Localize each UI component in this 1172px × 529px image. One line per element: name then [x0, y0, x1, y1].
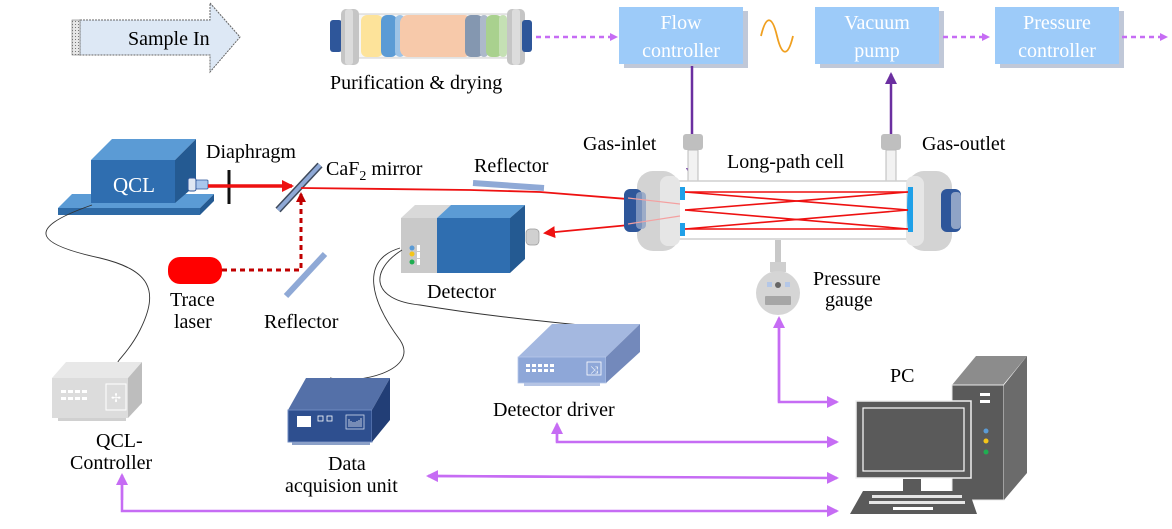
flow-controller-line1: Flow	[660, 12, 702, 34]
pressure-gauge-line1: Pressure	[813, 268, 881, 290]
qcl-device: QCL	[58, 139, 214, 215]
reflector-bottom-label: Reflector	[264, 311, 339, 333]
detector-driver-label: Detector driver	[493, 399, 615, 421]
reflector-top-label: Reflector	[474, 155, 549, 177]
daq-device	[287, 378, 390, 445]
gauge-pc-link	[777, 325, 839, 408]
vacuum-pump-line1: Vacuum	[844, 12, 910, 34]
detector-daq-cable	[329, 247, 405, 381]
reflector-bottom	[283, 251, 328, 299]
pc-device	[850, 356, 1027, 514]
detector-driver-cable	[379, 249, 581, 326]
detector-device	[401, 205, 540, 273]
gas-outlet-label: Gas-outlet	[922, 133, 1006, 155]
qcl-controller-line2: Controller	[70, 452, 153, 474]
trace-laser-beam	[222, 192, 306, 272]
gas-inlet-label: Gas-inlet	[583, 133, 657, 155]
vacuum-pump-line2: pump	[854, 40, 900, 62]
long-path-cell	[624, 134, 961, 262]
detector-driver-device: ⤨	[517, 324, 640, 386]
daq-line2: acquision unit	[285, 475, 398, 497]
pressure-controller-box: Pressure controller	[995, 7, 1124, 68]
flow-controller-box: Flow controller	[619, 7, 748, 68]
controller-pc-link	[120, 484, 839, 517]
daq-arrow-left	[426, 470, 601, 483]
detector-label: Detector	[427, 281, 496, 303]
driver-pc-link	[555, 433, 839, 448]
sample-in-label: Sample In	[128, 28, 210, 50]
trace-laser-line2: laser	[174, 311, 212, 333]
flow-controller-line2: controller	[642, 40, 720, 62]
sine-wave-icon	[760, 19, 794, 53]
purification-tube	[330, 9, 532, 65]
diaphragm-label: Diaphragm	[206, 141, 296, 163]
sample-in-arrow: Sample In	[71, 1, 241, 74]
purification-label: Purification & drying	[330, 72, 502, 94]
pressure-controller-line1: Pressure	[1023, 12, 1091, 34]
beam-to-cell	[300, 187, 641, 201]
qcl-controller-line1: QCL-	[96, 430, 143, 452]
pc-label: PC	[890, 365, 914, 387]
qcl-label: QCL	[113, 173, 155, 197]
pressure-gauge-line2: gauge	[825, 289, 873, 311]
long-path-cell-label: Long-path cell	[727, 151, 845, 173]
caf2-mirror-label: CaF2 mirror	[326, 158, 423, 184]
vacuum-pump-box: Vacuum pump	[815, 7, 944, 68]
qcl-cable	[45, 204, 150, 363]
pressure-gauge	[756, 262, 800, 315]
reflector-top	[472, 180, 545, 191]
caf2-mirror	[275, 162, 323, 213]
svg-text:✢: ✢	[111, 391, 121, 405]
daq-line1: Data	[328, 453, 366, 475]
trace-laser	[168, 257, 222, 284]
svg-text:⤨: ⤨	[590, 365, 598, 376]
trace-laser-line1: Trace	[170, 289, 215, 311]
pressure-controller-line2: controller	[1018, 40, 1096, 62]
qcl-controller-device: ✢	[52, 362, 142, 421]
